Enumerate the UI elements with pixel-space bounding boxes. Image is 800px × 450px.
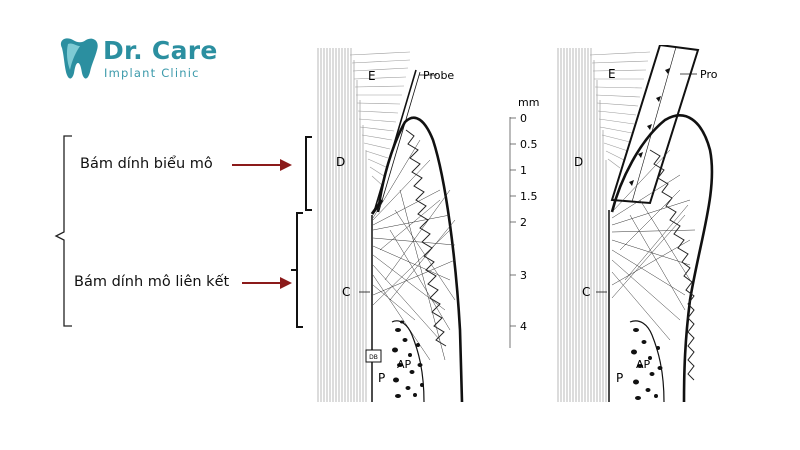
right-tag-p: P xyxy=(616,371,623,385)
brand-subtitle: Implant Clinic xyxy=(104,66,200,80)
label-epithelial-attachment: Bám dính biểu mô xyxy=(80,156,213,172)
scale-tick-3: 1.5 xyxy=(520,190,538,203)
right-tag-e: E xyxy=(608,67,616,81)
scale-tick-6: 4 xyxy=(520,320,527,333)
left-tag-c: C xyxy=(342,285,350,299)
brand-name: Dr. Care xyxy=(103,36,218,65)
left-tag-ap: AP xyxy=(397,358,412,371)
left-tag-p: P xyxy=(378,371,385,385)
left-figure xyxy=(317,48,464,403)
arrow-epithelial xyxy=(232,159,292,171)
scale-tick-1: 0.5 xyxy=(520,138,538,151)
right-tag-ap: AP xyxy=(636,358,651,371)
scale-tick-2: 1 xyxy=(520,164,527,177)
mm-scale xyxy=(509,117,516,348)
arrow-connective xyxy=(242,277,292,289)
scale-tick-0: 0 xyxy=(520,112,527,125)
right-figure xyxy=(557,45,714,403)
scale-tick-5: 3 xyxy=(520,269,527,282)
label-connective-attachment: Bám dính mô liên kết xyxy=(74,274,230,290)
scale-unit: mm xyxy=(518,96,539,109)
tooth-logo-icon xyxy=(60,38,98,79)
right-tag-d: D xyxy=(574,155,583,169)
left-box-tag: DB xyxy=(369,354,378,361)
left-brace xyxy=(54,135,72,327)
left-tag-d: D xyxy=(336,155,345,169)
right-tag-c: C xyxy=(582,285,590,299)
bracket-c xyxy=(291,212,303,328)
bracket-d xyxy=(305,136,312,211)
scale-tick-4: 2 xyxy=(520,216,527,229)
right-probe-label: Pro xyxy=(700,68,718,81)
left-tag-e: E xyxy=(368,69,376,83)
left-probe-label: Probe xyxy=(423,69,454,82)
